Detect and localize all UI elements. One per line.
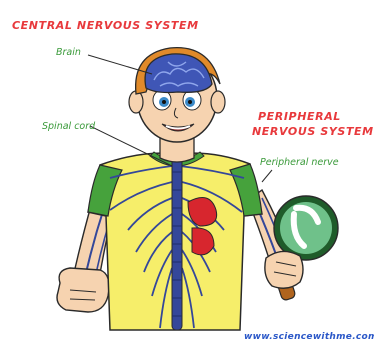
website-url: www.sciencewithme.com bbox=[244, 333, 374, 342]
peripheral-title-line1: PERIPHERAL bbox=[258, 111, 341, 122]
central-nervous-system-title: CENTRAL NERVOUS SYSTEM bbox=[12, 20, 199, 31]
spinal-cord-label: Spinal cord bbox=[42, 122, 95, 132]
peripheral-title-line2: NERVOUS SYSTEM bbox=[252, 126, 374, 137]
left-fist bbox=[57, 268, 109, 312]
right-hand bbox=[265, 251, 303, 288]
brain-label: Brain bbox=[56, 48, 81, 58]
peripheral-nerve-label: Peripheral nerve bbox=[260, 158, 339, 168]
spinal-cord bbox=[172, 150, 182, 330]
